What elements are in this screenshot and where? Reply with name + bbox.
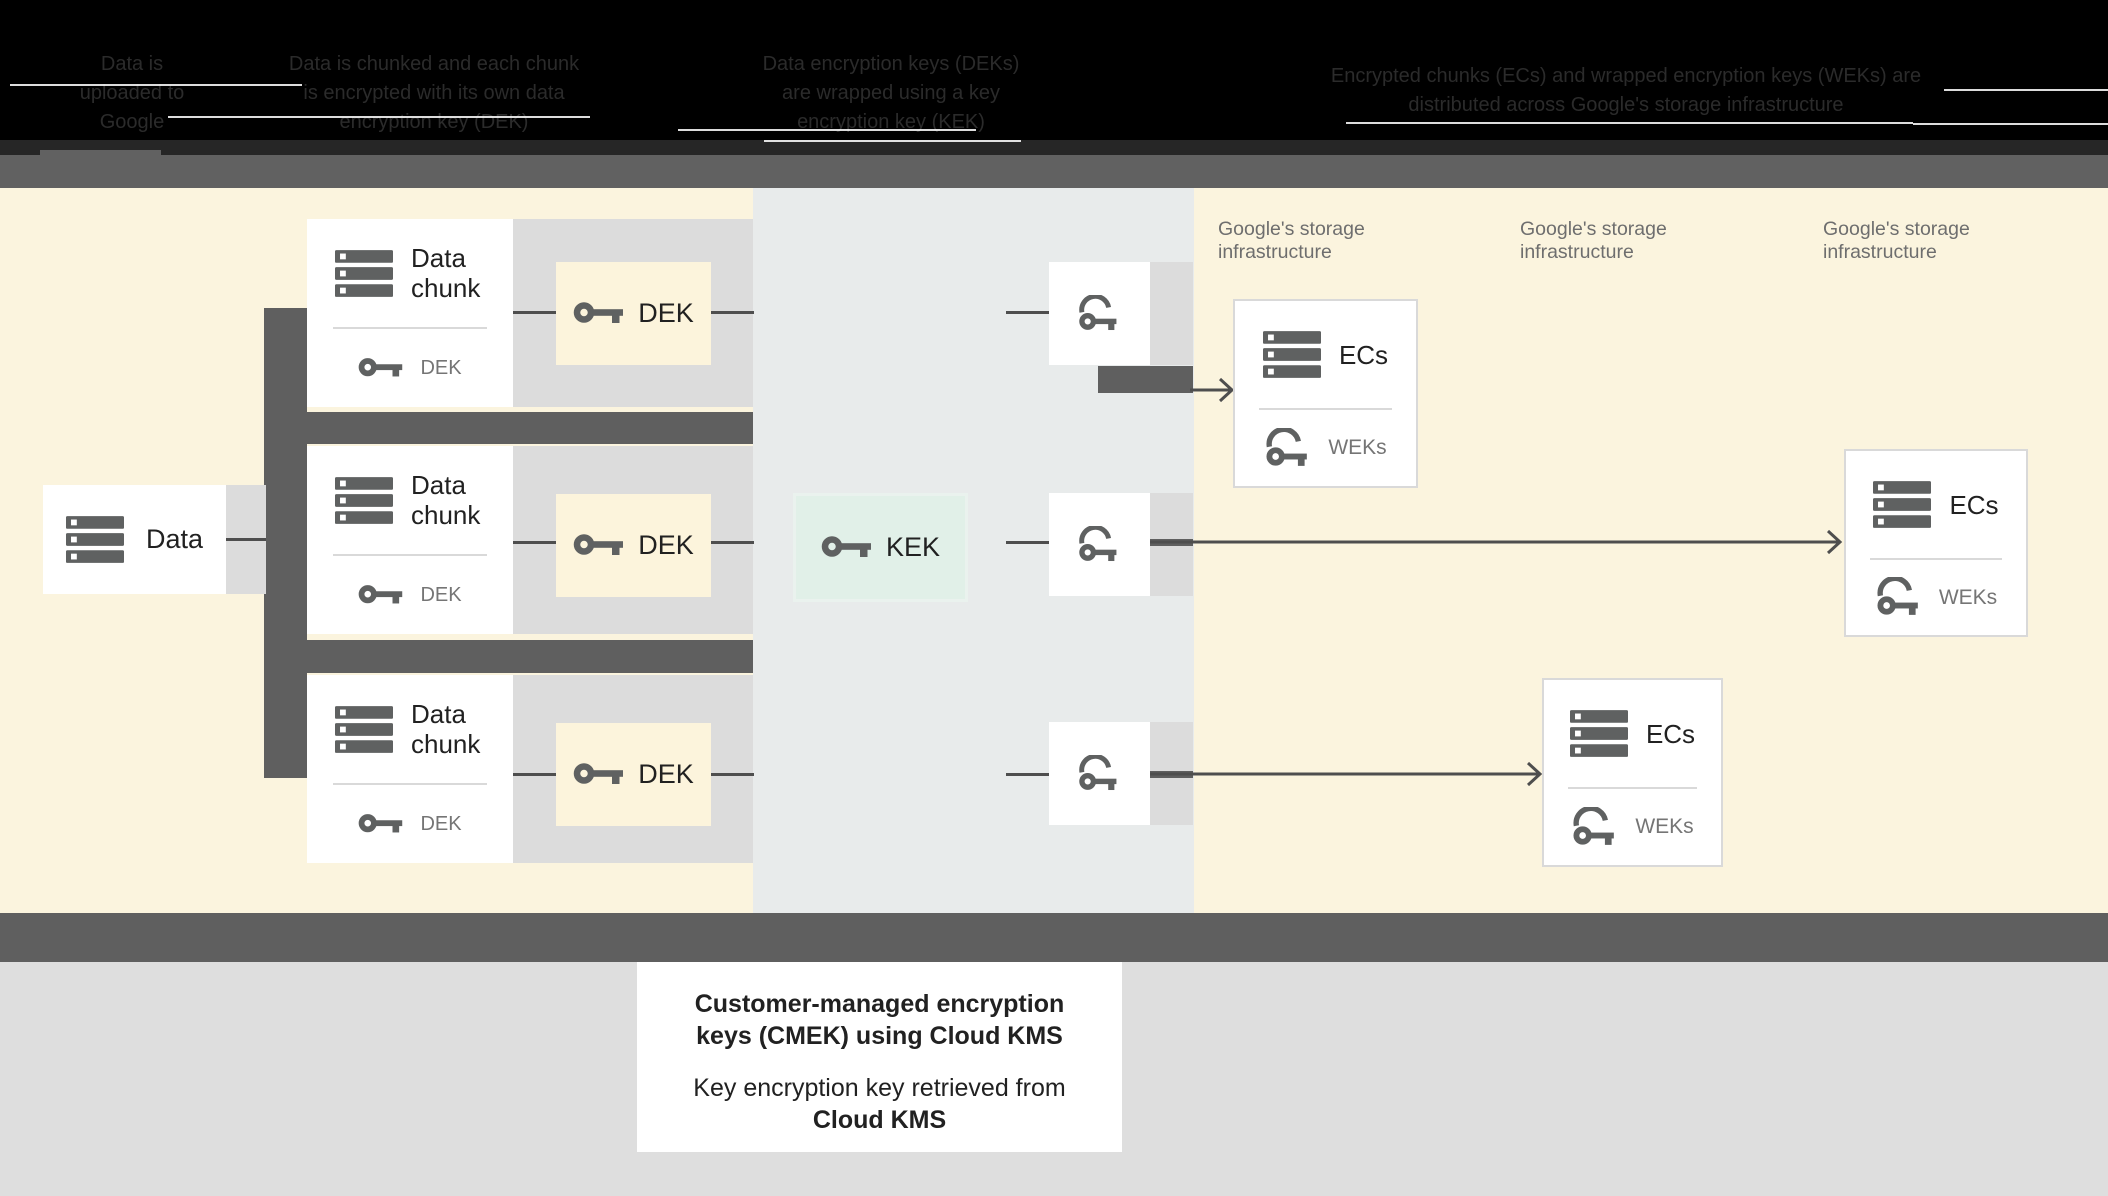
dek-label: DEK [638,530,694,560]
key-icon [573,299,625,329]
connector [513,773,557,776]
wrapped-key-icon [1077,755,1123,793]
weks-label: WEKs [1635,815,1694,838]
divider [333,327,487,329]
dek-box-1: DEK [556,262,711,365]
connector [1006,311,1050,314]
top-gray-band [0,155,2108,188]
wrapped-key-icon [1077,526,1123,564]
weks-label: WEKs [1938,585,1998,609]
inter-row-bar-2 [305,640,753,673]
cmek-note-body: Key encryption key retrieved from Cloud … [637,1072,1122,1136]
arrow-to-ecs-1 [1190,377,1235,403]
header-step-4: Encrypted chunks (ECs) and wrapped encry… [1330,65,1922,116]
glitch-line [10,84,302,86]
key-icon [573,531,625,561]
divider [333,783,487,785]
data-chunk-box-1: Data chunk DEK [307,219,513,407]
key-icon [573,760,625,790]
glitch-line [678,129,976,131]
wrapped-key-icon [1571,807,1621,848]
divider [333,554,487,556]
cmek-note-box: Customer-managed encryption keys (CMEK) … [637,962,1122,1152]
header-bottom-strip [0,140,2108,155]
dek-box-3: DEK [556,723,711,826]
data-chunk-label: Data chunk [411,243,481,303]
wrapped-key-box-3 [1049,722,1150,825]
trunk-bar [264,308,307,778]
storage-icon [1873,481,1931,528]
header-step-2: Data is chunked and each chunk is encryp… [288,53,580,133]
wrapped-key-icon [1875,577,1925,618]
data-box-label: Data [145,524,204,554]
key-icon [358,582,404,609]
header-step-3: Data encryption keys (DEKs) are wrapped … [762,53,1020,133]
connector-data-trunk [226,538,266,541]
glitch-line [764,140,1021,142]
connector [1006,541,1050,544]
chunk-dek-label: DEK [420,583,462,606]
weks-label: WEKs [1328,436,1387,459]
key-icon [358,355,404,382]
glitch-line [168,116,590,118]
storage-icon [335,250,393,297]
storage-zone-label-1: Google's storage infrastructure [1218,218,1365,263]
connector [711,541,754,544]
row1-thick-connector [1098,366,1193,393]
key-icon [358,811,404,838]
kek-box: KEK [793,493,968,602]
data-chunk-box-2: Data chunk DEK [307,446,513,634]
divider [1259,408,1392,410]
chunk-dek-label: DEK [420,356,462,379]
storage-zone-label-2: Google's storage infrastructure [1520,218,1667,263]
connector [513,311,557,314]
note-body-bold: Cloud KMS [812,1106,947,1134]
connector [711,311,754,314]
storage-icon [335,477,393,524]
chunk-dek-label: DEK [420,812,462,835]
key-icon [821,533,873,563]
note-body-regular: Key encryption key retrieved from [693,1074,1066,1102]
wrapped-key-icon [1077,295,1123,333]
header-bar [0,0,2108,155]
dek-label: DEK [638,759,694,789]
storage-icon [1263,331,1321,378]
ecs-box-2: ECs WEKs [1844,449,2028,637]
glitch-line [1944,89,2108,91]
glitch-line [1346,122,1913,124]
wrapped-key-box-2 [1049,493,1150,596]
storage-zone-label-3: Google's storage infrastructure [1823,218,1970,263]
divider [1568,787,1697,789]
header-stub [40,150,161,157]
connector [513,541,557,544]
ecs-label: ECs [1645,718,1696,749]
ecs-label: ECs [1338,339,1389,370]
data-chunk-box-3: Data chunk DEK [307,675,513,863]
data-chunk-label: Data chunk [411,699,481,759]
ecs-label: ECs [1949,489,1999,520]
wrapped-key-box-1 [1049,262,1150,365]
data-box: Data [43,485,226,594]
ecs-box-3: ECs WEKs [1542,678,1723,867]
dek-box-2: DEK [556,494,711,597]
cmek-note-title: Customer-managed encryption keys (CMEK) … [694,990,1065,1050]
kek-label: KEK [885,532,941,562]
divider [1870,558,2002,560]
storage-icon [1570,710,1628,757]
storage-icon [335,706,393,753]
key-box-band-1 [1150,262,1193,365]
header-step-1: Data is uploaded to Google [79,53,185,133]
bottom-gray-band [0,913,2108,962]
dek-label: DEK [638,298,694,328]
data-chunk-label: Data chunk [411,470,481,530]
connector [1006,773,1050,776]
arrow-to-ecs-3 [1150,761,1543,787]
glitch-line [1913,123,2108,125]
wrapped-key-icon [1264,428,1314,469]
ecs-box-1: ECs WEKs [1233,299,1418,488]
arrow-to-ecs-2 [1150,529,1843,555]
storage-icon [66,516,124,563]
inter-row-bar-1 [305,412,753,444]
connector [711,773,754,776]
